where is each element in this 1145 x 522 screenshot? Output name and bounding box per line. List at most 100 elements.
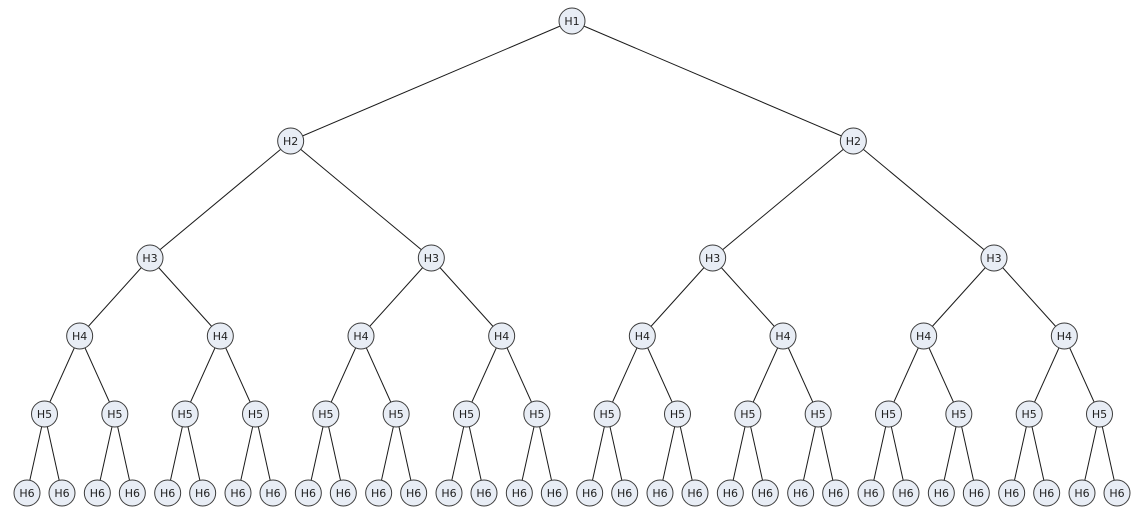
tree-node-h6: H6 [435, 479, 463, 507]
node-label: H4 [72, 330, 87, 343]
node-circle [312, 400, 340, 428]
tree-node-h5: H5 [171, 400, 199, 428]
node-label: H4 [635, 330, 650, 343]
tree-node-h6: H6 [470, 479, 498, 507]
tree-node-h3: H3 [699, 244, 727, 272]
node-circle [400, 479, 428, 507]
tree-node-h6: H6 [118, 479, 146, 507]
node-circle [980, 244, 1008, 272]
tree-node-h4: H4 [347, 322, 375, 350]
node-label: H6 [863, 487, 878, 500]
tree-edge [747, 335, 784, 415]
node-circle [294, 479, 322, 507]
node-label: H6 [828, 487, 843, 500]
tree-node-h6: H6 [365, 479, 393, 507]
tree-edge [79, 335, 116, 415]
node-label: H5 [248, 408, 263, 421]
node-circle [189, 479, 217, 507]
node-circle [1015, 400, 1043, 428]
node-label: H6 [617, 487, 632, 500]
node-circle [83, 479, 111, 507]
node-circle [118, 479, 146, 507]
tree-edge [325, 335, 362, 415]
node-circle [206, 322, 234, 350]
node-label: H4 [916, 330, 931, 343]
node-label: H5 [740, 408, 755, 421]
tree-node-h4: H4 [769, 322, 797, 350]
tree-node-h6: H6 [787, 479, 815, 507]
node-label: H6 [793, 487, 808, 500]
node-circle [1068, 479, 1096, 507]
node-label: H5 [951, 408, 966, 421]
node-circle [628, 322, 656, 350]
node-circle [681, 479, 709, 507]
node-circle [505, 479, 533, 507]
tree-node-h5: H5 [101, 400, 129, 428]
tree-node-h5: H5 [1086, 400, 1113, 428]
tree-edge [853, 140, 995, 259]
node-circle [593, 400, 621, 428]
tree-edge [1028, 335, 1065, 415]
node-circle [1050, 322, 1078, 350]
tree-edge [466, 335, 503, 415]
node-label: H6 [476, 487, 491, 500]
node-label: H3 [424, 252, 439, 265]
tree-node-h6: H6 [927, 479, 955, 507]
node-label: H5 [389, 408, 404, 421]
tree-node-h5: H5 [382, 400, 410, 428]
node-label: H6 [687, 487, 702, 500]
node-circle [716, 479, 744, 507]
node-circle [488, 322, 516, 350]
tree-node-h6: H6 [1103, 479, 1131, 507]
tree-node-h6: H6 [13, 479, 41, 507]
node-circle [822, 479, 850, 507]
node-label: H6 [160, 487, 175, 500]
node-label: H2 [283, 135, 298, 148]
node-label: H6 [1039, 487, 1054, 500]
node-label: H5 [1092, 408, 1107, 421]
node-label: H5 [178, 408, 193, 421]
tree-edge [782, 335, 819, 415]
tree-edge [149, 257, 221, 337]
node-circle [224, 479, 252, 507]
node-circle [540, 479, 568, 507]
tree-edge [360, 257, 432, 337]
tree-node-h5: H5 [945, 400, 973, 428]
node-label: H4 [494, 330, 509, 343]
tree-node-h6: H6 [83, 479, 111, 507]
tree-node-h6: H6 [576, 479, 604, 507]
tree-node-h5: H5 [1015, 400, 1043, 428]
tree-node-h6: H6 [1068, 479, 1096, 507]
node-label: H6 [652, 487, 667, 500]
node-label: H6 [230, 487, 245, 500]
node-circle [804, 400, 832, 428]
node-label: H5 [459, 408, 474, 421]
node-circle [48, 479, 76, 507]
tree-node-h5: H5 [242, 400, 269, 428]
node-circle [171, 400, 199, 428]
node-label: H6 [723, 487, 738, 500]
node-label: H6 [1004, 487, 1019, 500]
node-label: H6 [1074, 487, 1089, 500]
node-circle [910, 322, 938, 350]
node-circle [664, 400, 691, 428]
node-circle [945, 400, 973, 428]
tree-node-h6: H6 [716, 479, 744, 507]
tree-node-h6: H6 [154, 479, 182, 507]
tree-node-h4: H4 [1050, 322, 1078, 350]
node-circle [857, 479, 885, 507]
tree-edge [360, 335, 397, 415]
node-label: H2 [846, 135, 861, 148]
node-circle [576, 479, 604, 507]
node-label: H6 [441, 487, 456, 500]
tree-edge [712, 140, 854, 259]
tree-node-h4: H4 [206, 322, 234, 350]
node-circle [962, 479, 990, 507]
tree-node-h1: H1 [558, 7, 586, 35]
node-label: H6 [512, 487, 527, 500]
tree-edge [641, 257, 714, 337]
tree-node-h5: H5 [593, 400, 621, 428]
tree-edge [79, 257, 151, 337]
node-label: H6 [406, 487, 421, 500]
